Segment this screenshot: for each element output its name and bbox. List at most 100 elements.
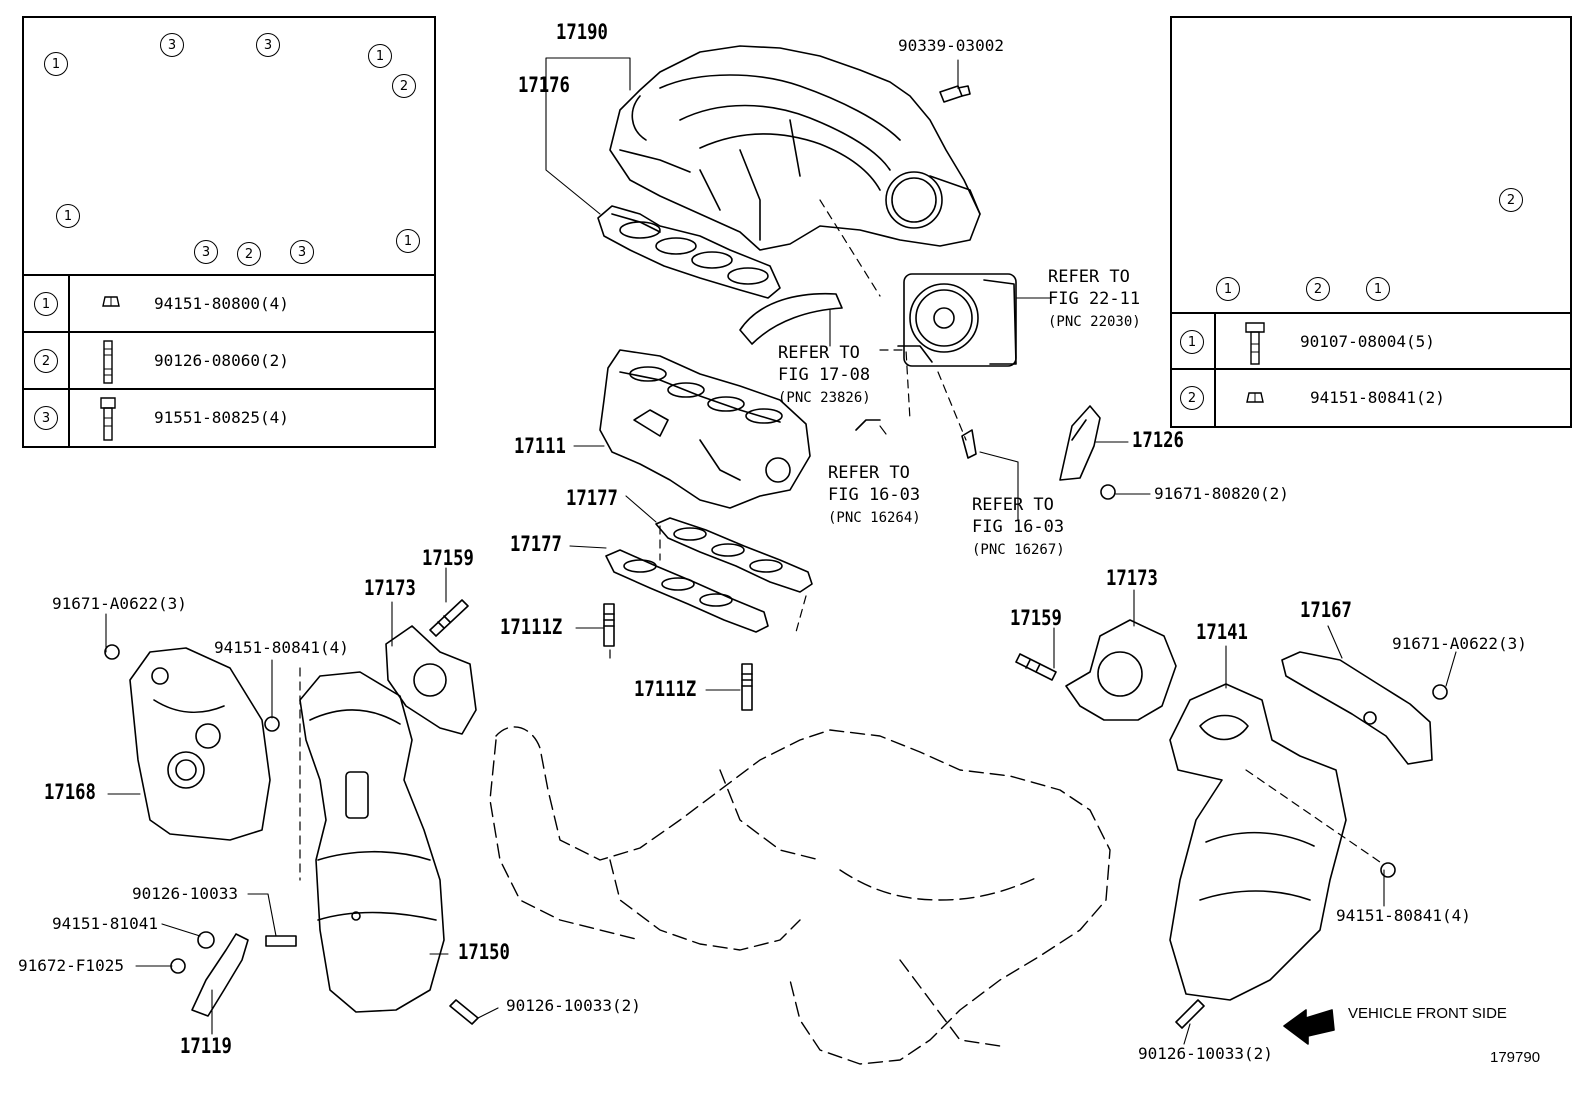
left-table-row-3: 3 91551-80825(4) — [24, 388, 434, 446]
bracket-17126-edge — [1071, 419, 1087, 441]
callout: 3 — [194, 240, 218, 264]
nut-icon — [100, 292, 122, 314]
part-label: 17177 — [566, 486, 618, 510]
part-label: 17126 — [1132, 428, 1184, 452]
right-row-1-part: 90107-08004(5) — [1300, 332, 1435, 351]
exhaust-manifold-17141 — [1169, 683, 1347, 1001]
part-label: 91672-F1025 — [18, 956, 124, 975]
callout: 2 — [1499, 188, 1523, 212]
refer-figure: FIG 22-11 — [1048, 289, 1141, 309]
row-number: 2 — [34, 349, 58, 373]
part-label: 17150 — [458, 940, 510, 964]
heat-insulator-17168 — [129, 647, 271, 841]
callout: 2 — [1306, 277, 1330, 301]
left-inset-box: 1 94151-80800(4) 2 90126-08060(2) 3 9155… — [22, 16, 436, 448]
part-label: 17111Z — [500, 615, 563, 639]
left-table-row-2: 2 90126-08060(2) — [24, 331, 434, 390]
row-number: 1 — [1180, 330, 1204, 354]
callout: 1 — [1366, 277, 1390, 301]
small-fasteners-right — [1100, 484, 1448, 1029]
bolt-icon — [1244, 320, 1266, 370]
vehicle-front-note: VEHICLE FRONT SIDE — [1348, 1005, 1507, 1022]
callout: 3 — [256, 33, 280, 57]
refer-figure: FIG 17-08 — [778, 365, 871, 385]
gasket-17177-lower — [605, 549, 769, 633]
stud-17159-right — [1015, 653, 1057, 681]
pipe-16264 — [855, 419, 881, 431]
part-label: 17111 — [514, 434, 566, 458]
refer-pnc: (PNC 16264) — [828, 510, 921, 526]
divider — [68, 276, 70, 333]
manifold-gasket-17176 — [597, 205, 781, 299]
refer-line: REFER TO — [778, 343, 860, 363]
hose — [739, 292, 843, 345]
part-label: 91671-A0622(3) — [1392, 634, 1527, 653]
callout: 3 — [290, 240, 314, 264]
pipe-16267 — [961, 429, 977, 459]
part-label: 17168 — [44, 780, 96, 804]
part-label: 91671-80820(2) — [1154, 484, 1289, 503]
part-label: 17159 — [1010, 606, 1062, 630]
exhaust-bracket-17119 — [191, 933, 249, 1017]
row-number: 3 — [34, 406, 58, 430]
callout: 1 — [368, 44, 392, 68]
refer-line: REFER TO — [972, 495, 1054, 515]
exhaust-manifold-17150 — [299, 671, 445, 1013]
part-label: 17177 — [510, 532, 562, 556]
refer-figure: FIG 16-03 — [828, 485, 921, 505]
row-number: 2 — [1180, 386, 1204, 410]
part-label: 94151-80841(4) — [214, 638, 349, 657]
divider — [68, 390, 70, 446]
refer-pnc: (PNC 23826) — [778, 390, 871, 406]
stud-17111z — [603, 603, 753, 711]
callout: 1 — [1216, 277, 1240, 301]
heat-insulator-17167 — [1281, 651, 1433, 765]
refer-figure: FIG 16-03 — [972, 517, 1065, 537]
refer-line: REFER TO — [828, 463, 910, 483]
refer-pnc: (PNC 22030) — [1048, 314, 1141, 330]
lower-intake-manifold — [599, 349, 811, 509]
bolt-90339 — [939, 85, 971, 103]
part-label: 17159 — [422, 546, 474, 570]
gasket-17173-right — [1065, 619, 1177, 721]
gasket-17177-upper — [655, 517, 813, 593]
part-label: 90339-03002 — [898, 36, 1004, 55]
part-label: 17190 — [556, 20, 608, 44]
refer-pnc: (PNC 16267) — [972, 542, 1065, 558]
right-inset-box: 1 90107-08004(5) 2 94151-80841(2) — [1170, 16, 1572, 428]
diagram-id: 179790 — [1490, 1049, 1541, 1066]
part-label: 94151-80841(4) — [1336, 906, 1471, 925]
leader-lines — [105, 57, 1457, 1045]
part-label: 90126-10033 — [132, 884, 238, 903]
arrow-left-icon — [1283, 1009, 1335, 1045]
part-label: 17173 — [364, 576, 416, 600]
row-number: 1 — [34, 292, 58, 316]
callout: 1 — [396, 229, 420, 253]
right-row-2-part: 94151-80841(2) — [1310, 388, 1445, 407]
callout: 3 — [160, 33, 184, 57]
right-table-row-2: 2 94151-80841(2) — [1172, 368, 1570, 426]
part-label: 94151-81041 — [52, 914, 158, 933]
part-label: 90126-10033(2) — [506, 996, 641, 1015]
left-table-row-1: 1 94151-80800(4) — [24, 274, 434, 333]
part-label: 17167 — [1300, 598, 1352, 622]
stud-icon — [102, 339, 114, 389]
part-label: 17173 — [1106, 566, 1158, 590]
throttle-body — [897, 273, 1017, 367]
engine-phantom — [489, 726, 1111, 1065]
part-label: 90126-10033(2) — [1138, 1044, 1273, 1063]
nut-icon — [1244, 388, 1266, 410]
upper-intake-manifold — [609, 45, 981, 251]
bracket-17126 — [1059, 405, 1101, 481]
callout: 1 — [44, 52, 68, 76]
part-label: 17141 — [1196, 620, 1248, 644]
part-label: 17119 — [180, 1034, 232, 1058]
stud-17159-left — [429, 599, 469, 637]
left-row-2-part: 90126-08060(2) — [154, 351, 289, 370]
callout: 2 — [237, 242, 261, 266]
